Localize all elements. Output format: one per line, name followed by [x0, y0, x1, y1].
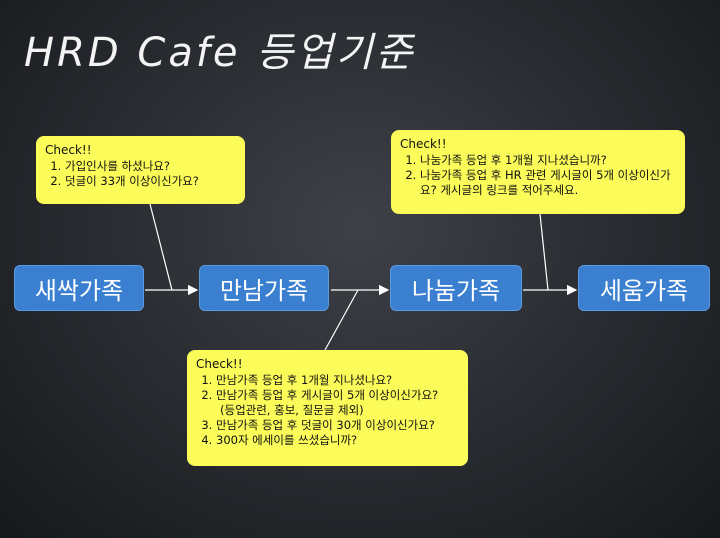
list-item-text: 만남가족 등업 후 게시글이 5개 이상이신가요?: [216, 388, 439, 402]
stage-mannam: 만남가족: [199, 265, 329, 311]
checklist-note-mannam: Check!! 만남가족 등업 후 1개월 지나셨나요? 만남가족 등업 후 게…: [187, 350, 468, 466]
list-item-subnote: (등업관련, 홍보, 질문글 제외): [220, 403, 364, 417]
list-item: 300자 에세이를 쓰셨습니까?: [216, 433, 459, 448]
list-item: 덧글이 33개 이상이신가요?: [65, 174, 236, 189]
note-heading: Check!!: [196, 357, 243, 371]
callout-line-note2: [539, 213, 549, 291]
checklist-note-saessak: Check!! 가입인사를 하셨나요? 덧글이 33개 이상이신가요?: [36, 136, 245, 204]
list-item: 가입인사를 하셨나요?: [65, 159, 236, 174]
note-heading: Check!!: [400, 137, 447, 151]
list-item: 나눔가족 등업 후 1개월 지나셨습니까?: [420, 153, 676, 168]
list-item: 나눔가족 등업 후 HR 관련 게시글이 5개 이상이신가요? 게시글의 링크를…: [420, 168, 676, 198]
list-item: 만남가족 등업 후 게시글이 5개 이상이신가요?(등업관련, 홍보, 질문글 …: [216, 388, 459, 418]
list-item: 만남가족 등업 후 1개월 지나셨나요?: [216, 373, 459, 388]
stage-saessak: 새싹가족: [14, 265, 144, 311]
stage-nanum: 나눔가족: [390, 265, 522, 311]
callout-line-note3: [324, 289, 359, 351]
callout-line-note1: [149, 203, 173, 291]
stage-seum: 세움가족: [578, 265, 710, 311]
note-heading: Check!!: [45, 143, 92, 157]
list-item: 만남가족 등업 후 덧글이 30개 이상이신가요?: [216, 418, 459, 433]
checklist-note-nanum: Check!! 나눔가족 등업 후 1개월 지나셨습니까? 나눔가족 등업 후 …: [391, 130, 685, 214]
page-title: HRD Cafe 등업기준: [24, 30, 416, 76]
